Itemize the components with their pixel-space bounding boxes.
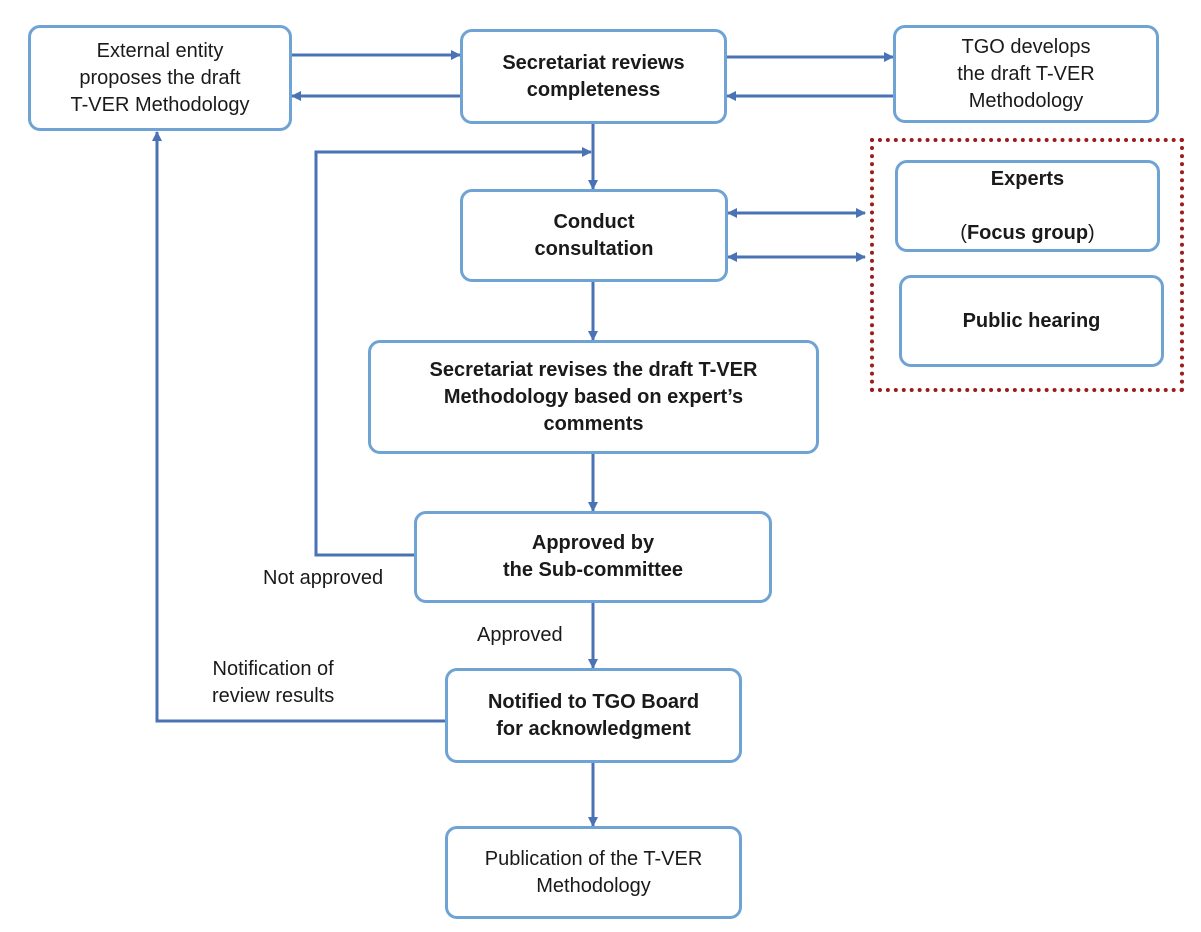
publication-text: Publication of the T-VER Methodology (484, 847, 703, 897)
external-entity-box: External entity proposes the draft T-VER… (28, 25, 292, 131)
approved-by-text: Approved by the Sub-committee (502, 532, 684, 581)
notification-label: Notification of review results (212, 658, 335, 707)
conduct-consultation-box: Conduct consultation (460, 189, 728, 282)
experts-paren-close: ) (1088, 221, 1095, 244)
approved-label: Approved (477, 624, 563, 646)
tgo-develops-text: TGO develops the draft T-VER Methodology (957, 35, 1095, 112)
experts-title: Experts (990, 167, 1065, 190)
secretariat-revises-text: Secretariat revises the draft T-VER Meth… (429, 358, 758, 435)
external-entity-text: External entity proposes the draft T-VER… (70, 39, 250, 116)
publication-box: Publication of the T-VER Methodology (445, 826, 742, 919)
secretariat-revises-box: Secretariat revises the draft T-VER Meth… (368, 340, 819, 454)
consultation-group-border (870, 138, 1184, 392)
secretariat-reviews-box: Secretariat reviews completeness (460, 29, 727, 124)
secretariat-reviews-text: Secretariat reviews completeness (502, 51, 685, 101)
conduct-consultation-text: Conduct consultation (534, 210, 654, 260)
experts-paren-open: ( (960, 221, 967, 244)
experts-subtitle: (Focus group) (960, 193, 1094, 247)
arrow-notification-to-external (152, 131, 445, 723)
notified-box: Notified to TGO Board for acknowledgment (445, 668, 742, 763)
arrow-not-approved-loop (314, 147, 592, 557)
experts-box: Experts (Focus group) (895, 160, 1160, 252)
tgo-develops-box: TGO develops the draft T-VER Methodology (893, 25, 1159, 123)
experts-focus-group: Focus group (966, 221, 1089, 244)
notified-text: Notified to TGO Board for acknowledgment (487, 690, 700, 740)
public-hearing-box: Public hearing (899, 275, 1164, 367)
approved-by-box: Approved by the Sub-committee (414, 511, 772, 603)
not-approved-label: Not approved (263, 567, 384, 589)
public-hearing-text: Public hearing (962, 309, 1101, 332)
